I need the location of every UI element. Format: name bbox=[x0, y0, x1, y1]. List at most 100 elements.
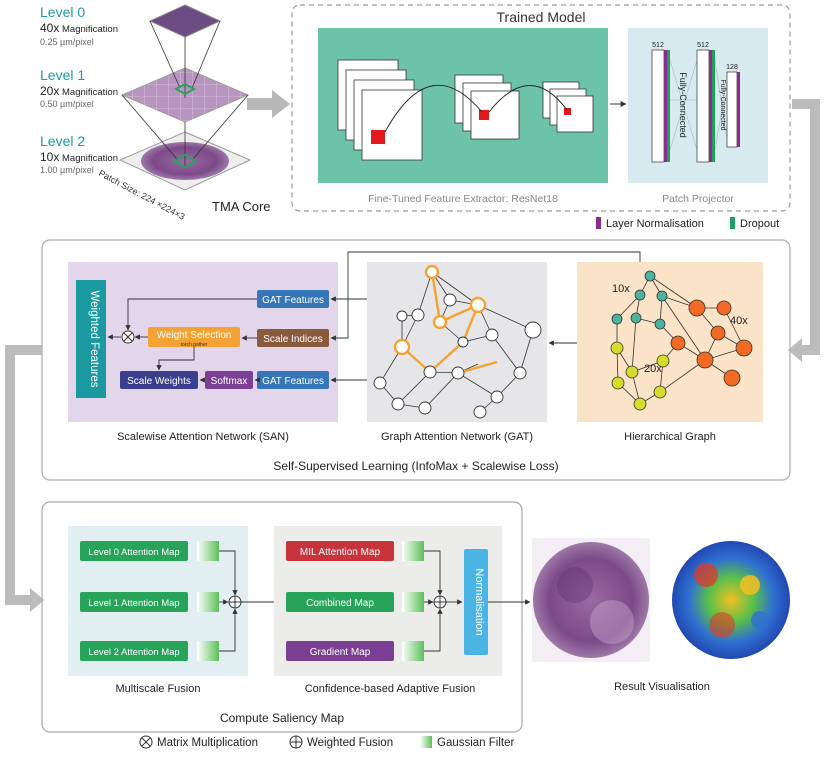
level-0-label-group: Level 0 40x Magnification 0.25 µm/pixel bbox=[40, 4, 118, 47]
gat-title: Graph Attention Network (GAT) bbox=[381, 431, 533, 443]
level-2-mag: 10x bbox=[40, 150, 59, 164]
image-pyramid bbox=[118, 4, 252, 191]
gat-features-top-box bbox=[257, 290, 329, 308]
level2-map-box bbox=[80, 641, 188, 661]
gaussian-filter-icon bbox=[402, 541, 424, 561]
scale-weights-box bbox=[120, 371, 198, 389]
legend-matrix-mult-icon bbox=[139, 735, 153, 749]
dim-128: 128 bbox=[726, 64, 738, 71]
matrix-mult-symbol bbox=[121, 330, 135, 344]
level-1-res: 0.50 µm/pixel bbox=[40, 99, 94, 109]
mil-map-box bbox=[286, 541, 394, 561]
level-1-mag-word: Magnification bbox=[62, 87, 118, 98]
level1-map-box bbox=[80, 592, 188, 612]
arrow-to-model bbox=[247, 90, 290, 118]
multiscale-title: Multiscale Fusion bbox=[116, 683, 201, 695]
trained-model-title: Trained Model bbox=[497, 9, 586, 25]
weighted-features-label: Weighted Features bbox=[88, 291, 100, 388]
gaussian-filter-icon bbox=[402, 641, 424, 661]
legend-gaussian: Gaussian Filter bbox=[437, 737, 515, 749]
gaussian-filter-icon bbox=[402, 592, 424, 612]
scale-indices-label: Scale Indices bbox=[263, 334, 322, 345]
level-0-mag-word: Magnification bbox=[62, 24, 118, 35]
hier-graph bbox=[610, 270, 753, 411]
level2-map-label: Level 2 Attention Map bbox=[88, 647, 179, 658]
fc-label-b: Fully-Connected bbox=[719, 80, 726, 131]
gradient-map-label: Gradient Map bbox=[310, 647, 371, 658]
level-0-mag: 40x bbox=[40, 21, 59, 35]
patch-marker-level-1 bbox=[173, 82, 197, 96]
dropout-label: Dropout bbox=[740, 218, 779, 230]
ssl-panel bbox=[41, 239, 791, 481]
ssl-arrows bbox=[330, 251, 641, 383]
gaussian-filter-icon bbox=[197, 592, 219, 612]
level-2-res: 1.00 µm/pixel bbox=[40, 165, 94, 175]
level-2-label: Level 2 bbox=[40, 133, 85, 149]
result-he-image bbox=[532, 538, 650, 662]
projector-label: Patch Projector bbox=[662, 193, 734, 205]
hier-panel bbox=[577, 262, 763, 422]
gaussian-filter-icon bbox=[197, 641, 219, 661]
adaptive-arrows bbox=[424, 550, 531, 652]
trained-model-panel bbox=[291, 4, 791, 212]
ssl-title: Self-Supervised Learning (InfoMax + Scal… bbox=[273, 459, 558, 473]
saliency-panel bbox=[41, 501, 523, 733]
fc-label-a: Fully-Connected bbox=[678, 72, 688, 138]
result-heatmap-image bbox=[668, 538, 794, 662]
san-arrows bbox=[107, 298, 260, 383]
flow-left bbox=[5, 345, 42, 605]
tma-core-label: TMA Core bbox=[212, 199, 271, 214]
level-2-label-group: Level 2 10x Magnification 1.00 µm/pixel bbox=[40, 133, 118, 175]
dim-512-a: 512 bbox=[652, 42, 664, 49]
resnet-label: Fine-Tuned Feature Extractor: ResNet18 bbox=[368, 193, 558, 205]
weight-selection-box bbox=[148, 327, 240, 347]
level-1-label-group: Level 1 20x Magnification 0.50 µm/pixel bbox=[40, 67, 118, 109]
hier-title: Hierarchical Graph bbox=[624, 431, 716, 443]
normalisation-label: Normalisation bbox=[473, 568, 485, 635]
adaptive-title: Confidence-based Adaptive Fusion bbox=[305, 683, 476, 695]
gat-panel bbox=[367, 262, 547, 422]
softmax-label: Softmax bbox=[211, 376, 248, 387]
dropout-swatch bbox=[730, 217, 735, 229]
weighted-fusion-symbol bbox=[228, 595, 242, 609]
legend-matrix-mult: Matrix Multiplication bbox=[157, 737, 258, 749]
weighted-features-box bbox=[76, 280, 106, 398]
legend-weighted-fusion-icon bbox=[289, 735, 303, 749]
level-0-label: Level 0 bbox=[40, 4, 85, 20]
level0-map-box bbox=[80, 541, 188, 561]
hier-10x: 10x bbox=[612, 283, 630, 295]
level-1-label: Level 1 bbox=[40, 67, 85, 83]
gat-features-bottom-label: GAT Features bbox=[262, 376, 324, 387]
torch-gather-label: torch.gather bbox=[181, 342, 208, 348]
gat-graph bbox=[373, 264, 542, 419]
softmax-box bbox=[205, 371, 253, 389]
legend-weighted-fusion: Weighted Fusion bbox=[307, 737, 393, 749]
projector-layers bbox=[651, 49, 740, 163]
normalisation-box bbox=[464, 549, 488, 655]
san-title: Scalewise Attention Network (SAN) bbox=[117, 431, 289, 443]
layer-norm-swatch bbox=[596, 217, 601, 229]
layer-norm-label: Layer Normalisation bbox=[606, 218, 704, 230]
dim-512-b: 512 bbox=[697, 42, 709, 49]
hier-20x: 20x bbox=[644, 363, 662, 375]
weighted-fusion-symbol bbox=[433, 595, 447, 609]
resnet-feature-maps bbox=[337, 59, 594, 161]
gradient-map-box bbox=[286, 641, 394, 661]
level0-map-label: Level 0 Attention Map bbox=[88, 547, 179, 558]
level-0-res: 0.25 µm/pixel bbox=[40, 37, 94, 47]
gat-features-bottom-box bbox=[257, 371, 329, 389]
combined-map-box bbox=[286, 592, 394, 612]
hier-40x: 40x bbox=[730, 315, 748, 327]
level-0-tile bbox=[148, 4, 222, 38]
gat-features-top-label: GAT Features bbox=[262, 295, 324, 306]
scale-weights-label: Scale Weights bbox=[127, 376, 191, 387]
patch-marker-level-2 bbox=[171, 153, 199, 169]
scale-indices-box bbox=[257, 329, 329, 347]
level-2-mag-word: Magnification bbox=[62, 153, 118, 164]
flow-right bbox=[792, 99, 820, 355]
gaussian-filter-icon bbox=[197, 541, 219, 561]
combined-map-label: Combined Map bbox=[306, 598, 374, 609]
result-title: Result Visualisation bbox=[614, 681, 710, 693]
legend-gaussian-icon bbox=[420, 736, 432, 748]
